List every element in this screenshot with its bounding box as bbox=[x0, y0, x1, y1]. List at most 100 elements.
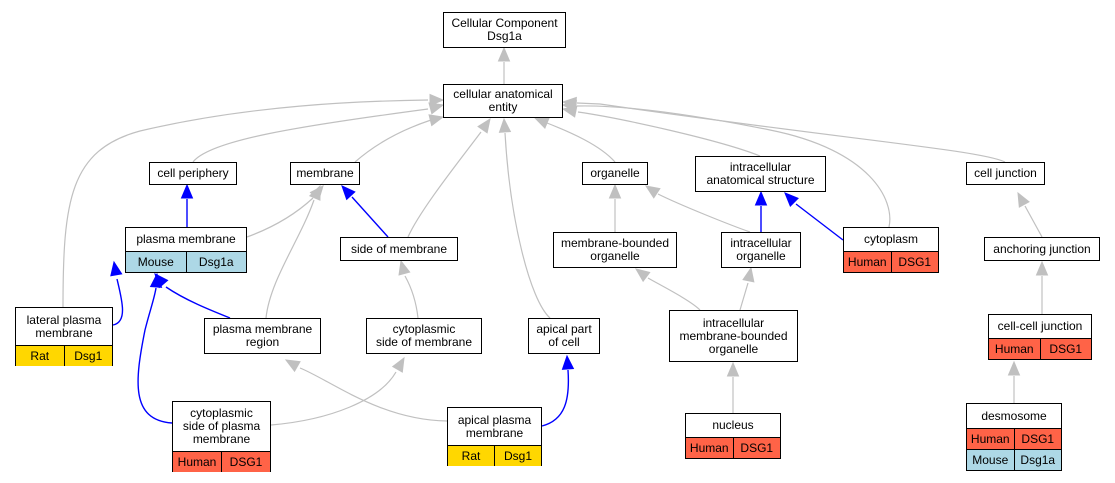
edge-nucleus-to-imbo-arrowhead bbox=[726, 361, 740, 377]
edge-organelle-to-cae-arrowhead bbox=[533, 117, 550, 129]
node-aj[interactable]: anchoring junction bbox=[984, 237, 1100, 261]
node-label: Cellular Component Dsg1a bbox=[451, 16, 558, 43]
species-cell: Human bbox=[994, 341, 1034, 356]
edge-pmr-to-membrane-arrowhead bbox=[308, 184, 321, 201]
node-label: cytoplasmic side of membrane bbox=[375, 322, 473, 349]
edge-cspm-to-pm bbox=[137, 287, 173, 424]
node-pmr[interactable]: plasma membrane region bbox=[204, 318, 321, 354]
gene-cell: Dsg1 bbox=[494, 446, 541, 466]
species-cell: Human bbox=[689, 440, 729, 455]
gene-cell: DSG1 bbox=[1013, 429, 1062, 449]
node-label: plasma membrane bbox=[136, 232, 236, 246]
edge-imbo-to-io bbox=[739, 282, 749, 311]
edge-membrane-to-cae-arrowhead bbox=[428, 114, 445, 127]
species-cell: Rat bbox=[30, 348, 50, 363]
edge-mbo-to-organelle-arrowhead bbox=[608, 183, 622, 199]
node-mbo[interactable]: membrane-bounded organelle bbox=[553, 232, 677, 268]
annotation-row: Mouse Dsg1a bbox=[126, 251, 246, 272]
edge-membrane-to-cae bbox=[354, 119, 432, 163]
edge-imbo-to-mbo-arrowhead bbox=[634, 268, 651, 283]
node-ias[interactable]: intracellular anatomical structure bbox=[695, 156, 826, 192]
node-label: side of membrane bbox=[350, 241, 448, 256]
node-label: apical part of cell bbox=[536, 322, 592, 349]
node-label: membrane-bounded organelle bbox=[560, 236, 670, 263]
edge-cyto-to-ias-arrowhead bbox=[784, 192, 799, 207]
species-cell: Rat bbox=[461, 448, 481, 463]
edge-pm-to-membrane bbox=[246, 197, 314, 238]
node-label: intracellular organelle bbox=[730, 236, 792, 263]
edge-cspm-to-pm-arrowhead bbox=[149, 272, 163, 288]
species-cell: Mouse bbox=[972, 452, 1009, 467]
edge-cyto-to-cae-arrowhead bbox=[561, 99, 577, 113]
edge-cae-to-root-arrowhead bbox=[497, 46, 511, 62]
edge-cyto-to-ias bbox=[795, 203, 844, 241]
edge-lpm-to-cae bbox=[62, 99, 429, 308]
node-label: cell-cell junction bbox=[997, 319, 1083, 333]
species-cell: Human bbox=[177, 454, 217, 469]
edge-lpm-to-pm bbox=[112, 278, 124, 326]
node-label: intracellular anatomical structure bbox=[706, 160, 815, 187]
edge-pmr-to-membrane bbox=[265, 199, 315, 319]
edge-aj-to-junction bbox=[1024, 205, 1043, 238]
edge-apc-to-cae-arrowhead bbox=[498, 117, 512, 133]
annotation-row: Human DSG1 bbox=[173, 451, 270, 472]
edge-junction-to-cae bbox=[576, 102, 1006, 163]
species-cell: Human bbox=[970, 431, 1010, 446]
node-label: plasma membrane region bbox=[212, 322, 313, 349]
node-label: cytoplasmic side of plasma membrane bbox=[182, 406, 261, 446]
edge-lpm-to-cae-arrowhead bbox=[429, 93, 445, 107]
gene-cell: DSG1 bbox=[732, 438, 781, 458]
node-label: intracellular membrane-bounded organelle bbox=[679, 315, 788, 356]
node-periph[interactable]: cell periphery bbox=[149, 162, 237, 185]
edge-io-to-organelle-arrowhead bbox=[644, 185, 661, 199]
edge-lpm-to-pm-arrowhead bbox=[110, 260, 123, 277]
gene-cell: Dsg1 bbox=[63, 346, 113, 366]
edge-cspm-to-csm bbox=[270, 371, 397, 426]
edge-io-to-organelle bbox=[657, 193, 751, 233]
species-cell: Mouse bbox=[137, 254, 174, 269]
node-som[interactable]: side of membrane bbox=[340, 237, 458, 261]
node-label: cytoplasm bbox=[863, 232, 919, 246]
node-io[interactable]: intracellular organelle bbox=[721, 232, 801, 268]
edge-cyto-to-cae bbox=[576, 105, 891, 228]
node-root[interactable]: Cellular Component Dsg1a bbox=[443, 12, 566, 48]
edge-pmr-to-pm bbox=[165, 286, 231, 319]
edge-som-to-cae-arrowhead bbox=[477, 117, 491, 134]
edge-som-to-cae bbox=[407, 131, 482, 238]
node-organelle[interactable]: organelle bbox=[582, 162, 648, 185]
node-label: anchoring junction bbox=[993, 241, 1091, 256]
node-label: cellular anatomical entity bbox=[453, 87, 553, 114]
edge-imbo-to-io-arrowhead bbox=[742, 266, 755, 283]
node-junction[interactable]: cell junction bbox=[966, 162, 1045, 185]
node-membrane[interactable]: membrane bbox=[290, 162, 360, 185]
node-csm[interactable]: cytoplasmic side of membrane bbox=[366, 318, 482, 354]
node-cae[interactable]: cellular anatomical entity bbox=[443, 84, 563, 118]
gene-cell: Dsg1a bbox=[185, 252, 247, 272]
edge-apc-to-cae bbox=[504, 132, 551, 319]
edge-periph-to-cae-arrowhead bbox=[428, 102, 445, 115]
node-label: organelle bbox=[590, 166, 640, 180]
node-apc[interactable]: apical part of cell bbox=[528, 318, 600, 354]
node-imbo[interactable]: intracellular membrane-bounded organelle bbox=[669, 310, 798, 362]
edge-io-to-ias-arrowhead bbox=[754, 190, 768, 206]
node-label: apical plasma membrane bbox=[457, 412, 532, 440]
edge-pm-to-periph-arrowhead bbox=[180, 183, 194, 199]
gene-cell: DSG1 bbox=[221, 452, 270, 472]
node-label: cell periphery bbox=[157, 166, 229, 180]
edge-apm-to-pmr-arrowhead bbox=[284, 359, 301, 373]
edge-periph-to-cae bbox=[192, 108, 429, 163]
edge-csm-to-som-arrowhead bbox=[398, 259, 411, 276]
edge-cspm-to-csm-arrowhead bbox=[391, 356, 405, 373]
